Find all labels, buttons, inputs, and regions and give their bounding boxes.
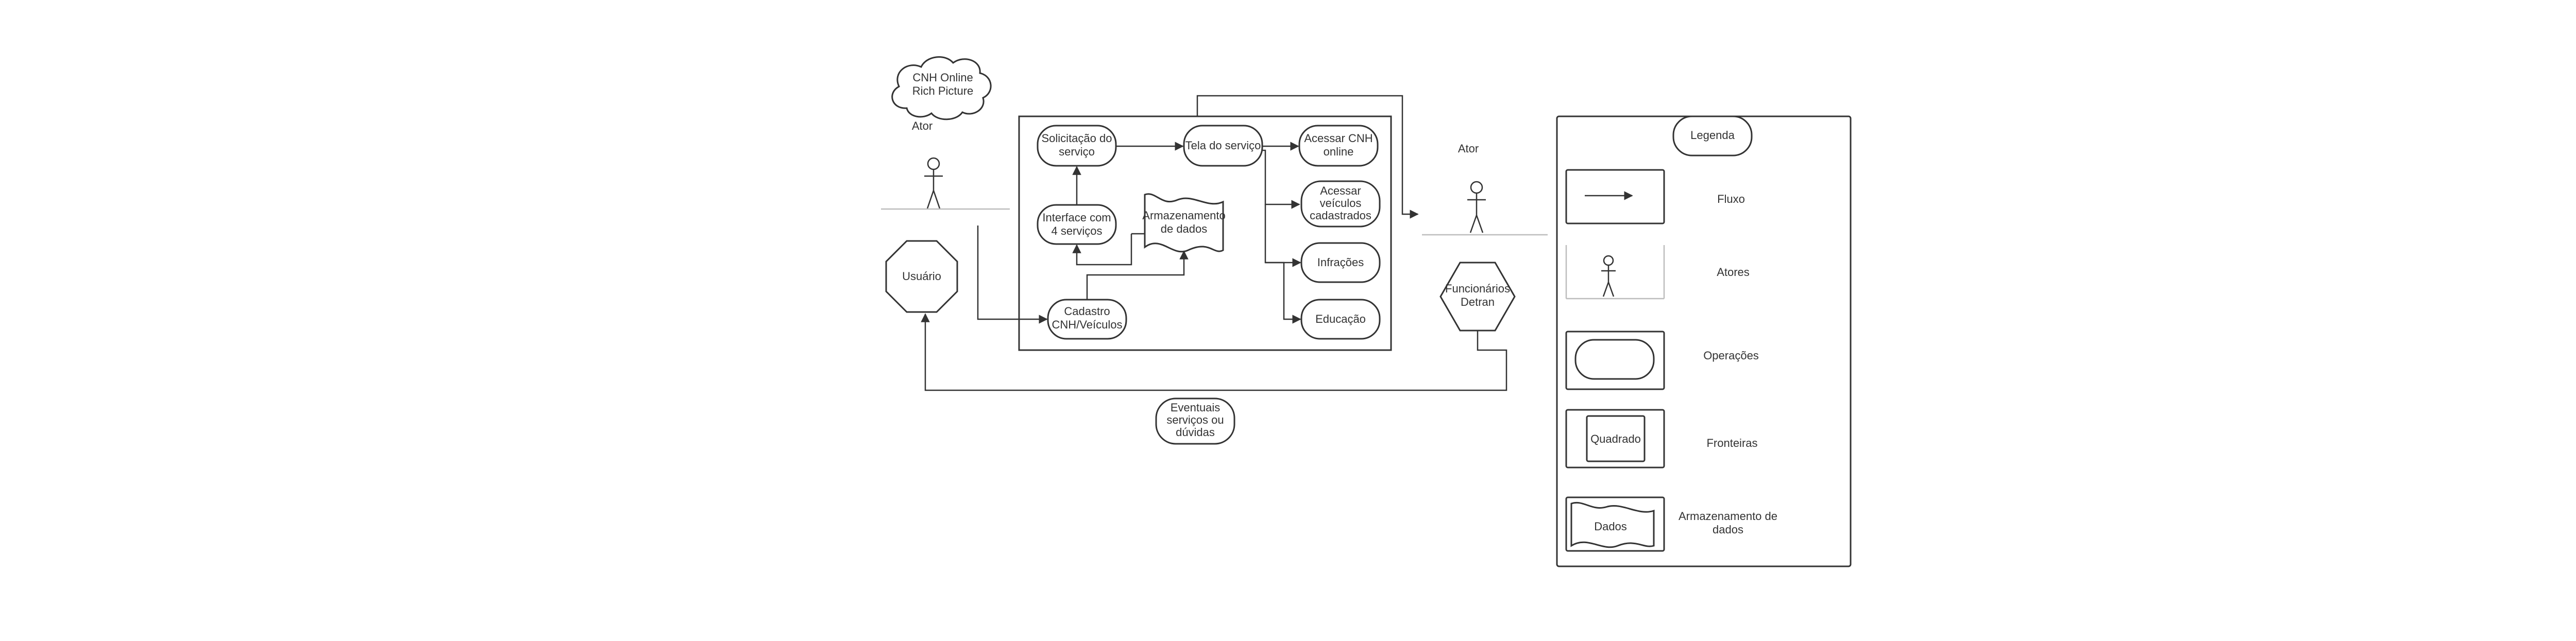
legend-armazenamento-line1: Armazenamento de: [1679, 510, 1777, 523]
interface-line2: 4 serviços: [1051, 224, 1102, 237]
legend-fluxo: Fluxo: [1717, 193, 1745, 205]
cadastro-line2: CNH/Veículos: [1052, 318, 1123, 331]
op-solicitacao: Solicitação do serviço: [1037, 125, 1117, 167]
funcionarios-line1: Funcionários: [1445, 282, 1510, 295]
title-cloud: CNH Online Rich Picture: [891, 56, 992, 120]
data-store: Armazenamento de dados: [1142, 193, 1226, 253]
educacao-label: Educação: [1315, 313, 1366, 325]
system-boundary: [1018, 115, 1392, 351]
op-cadastro: Cadastro CNH/Veículos: [1047, 299, 1127, 340]
actor-right-icon: [1467, 181, 1486, 233]
acessar-veiculos-line2: veículos: [1320, 197, 1362, 210]
legend-atores: Atores: [1717, 266, 1750, 279]
solicitacao-line1: Solicitação do: [1042, 132, 1112, 145]
eventuais-line3: dúvidas: [1176, 426, 1215, 439]
legend-operacoes: Operações: [1703, 349, 1759, 362]
legend-fluxo-box: [1565, 169, 1665, 224]
cloud-line2: Rich Picture: [912, 84, 974, 97]
legend-operation-shape: [1574, 339, 1655, 380]
legend-fronteiras: Fronteiras: [1706, 437, 1757, 449]
acessar-cnh-line1: Acessar CNH: [1304, 132, 1372, 145]
actor-right-label: Ator: [1458, 142, 1479, 155]
actor-left-icon: [924, 157, 943, 209]
legend-actor-icon: [1601, 255, 1616, 297]
funcionarios-line2: Detran: [1461, 296, 1495, 308]
op-infracoes: Infrações: [1300, 242, 1381, 283]
eventuais-line2: serviços ou: [1166, 413, 1224, 426]
eventuais-line1: Eventuais: [1171, 401, 1221, 414]
cloud-line1: CNH Online: [912, 71, 973, 84]
acessar-veiculos-line3: cadastrados: [1310, 209, 1371, 222]
legend-dados: Dados: [1594, 520, 1627, 533]
legend-atores-box: [1565, 245, 1665, 300]
funcionarios-hexagon: Funcionários Detran: [1439, 262, 1516, 332]
internal-flows: [1072, 142, 1301, 324]
cadastro-line1: Cadastro: [1064, 305, 1110, 318]
legend-armazenamento-line2: dados: [1713, 523, 1743, 536]
legend: Legenda Fluxo Atores Operações Quadrado …: [1556, 115, 1852, 567]
legend-fronteiras-box: [1565, 409, 1665, 469]
legend-armazenamento-box: [1565, 496, 1665, 552]
usuario-octagon: Usuário: [885, 240, 958, 313]
op-acessar-veiculos: Acessar veículos cadastrados: [1300, 180, 1381, 228]
armazenamento-line2: de dados: [1161, 222, 1208, 235]
legend-quadrado-box: [1586, 415, 1646, 462]
acessar-cnh-line2: online: [1324, 145, 1354, 158]
tela-label: Tela do serviço: [1185, 139, 1261, 152]
acessar-veiculos-line1: Acessar: [1320, 184, 1361, 197]
actor-left-label: Ator: [912, 119, 933, 132]
interface-line1: Interface com: [1042, 211, 1111, 224]
op-tela: Tela do serviço: [1183, 125, 1263, 167]
op-eventuais: Eventuais serviços ou dúvidas: [1155, 397, 1235, 445]
op-acessar-cnh: Acessar CNH online: [1298, 125, 1379, 167]
external-flows: [921, 95, 1507, 391]
legend-quadrado: Quadrado: [1590, 432, 1641, 445]
solicitacao-line2: serviço: [1059, 145, 1095, 158]
op-interface: Interface com 4 serviços: [1037, 204, 1117, 245]
legend-data-store-shape: [1570, 501, 1655, 548]
legend-title: Legenda: [1690, 129, 1735, 142]
armazenamento-line1: Armazenamento: [1142, 209, 1225, 222]
legend-operacoes-box: [1565, 331, 1665, 390]
usuario-label: Usuário: [902, 270, 941, 283]
op-educacao: Educação: [1300, 299, 1381, 340]
infracoes-label: Infrações: [1317, 256, 1364, 269]
